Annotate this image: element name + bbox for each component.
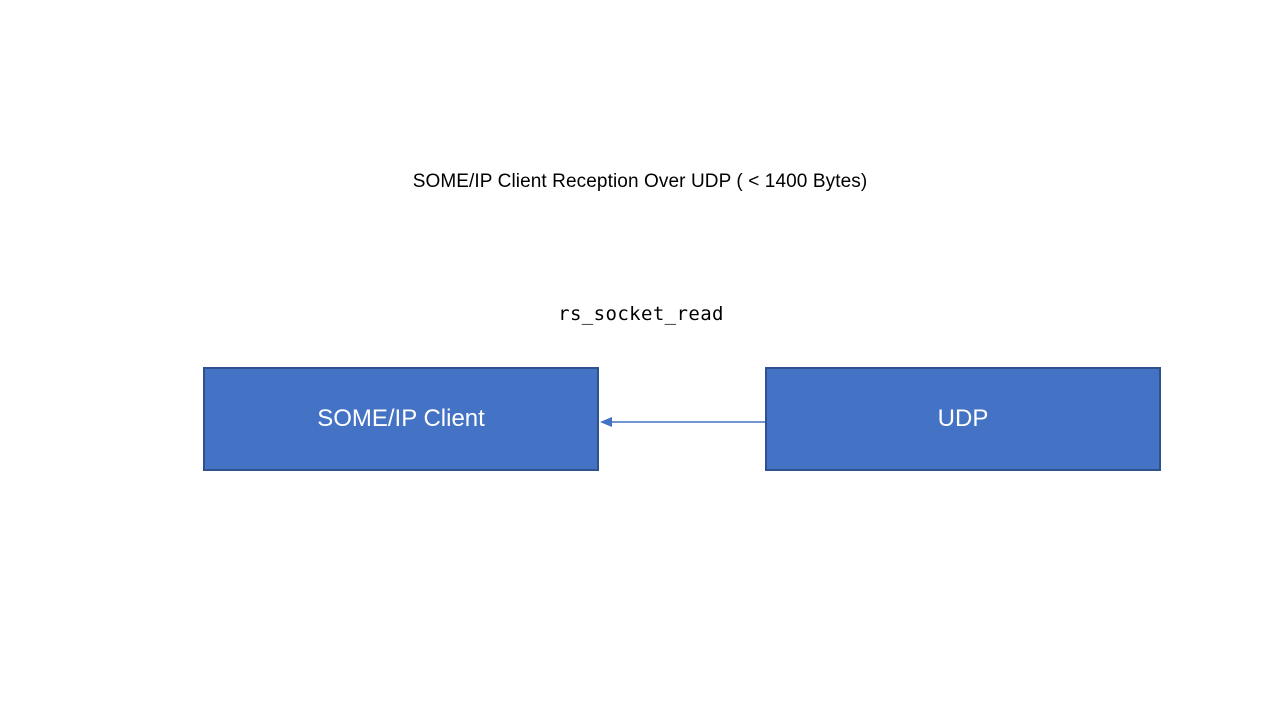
node-someip-client[interactable]: SOME/IP Client	[203, 367, 599, 471]
node-someip-client-label: SOME/IP Client	[317, 405, 485, 432]
diagram-title: SOME/IP Client Reception Over UDP ( < 14…	[412, 171, 868, 192]
edge-label-rs-socket-read: rs_socket_read	[558, 303, 724, 325]
edge-arrowhead-icon	[600, 417, 612, 427]
node-udp-label: UDP	[937, 405, 989, 432]
edge-udp-to-someip-client	[600, 417, 765, 427]
node-udp[interactable]: UDP	[765, 367, 1161, 471]
